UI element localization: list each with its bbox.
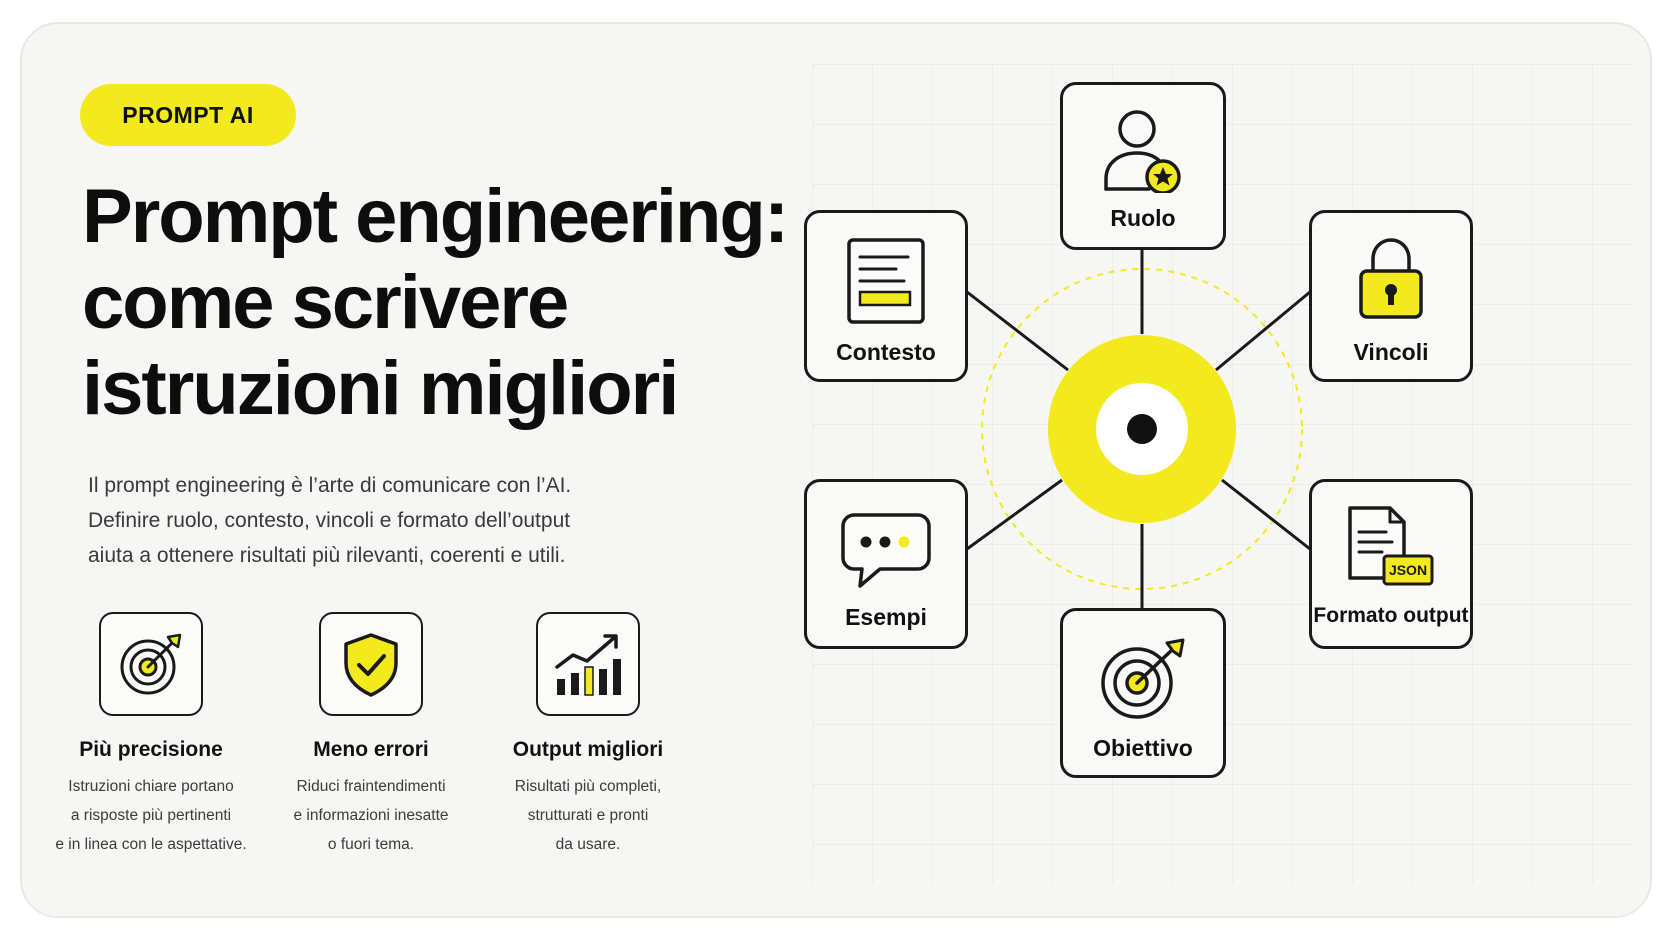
node-obiettivo: Obiettivo xyxy=(1060,608,1226,778)
benefit-fewer-errors: Meno errori Riduci fraintendimenti e inf… xyxy=(256,612,486,859)
document-icon xyxy=(846,237,926,325)
benefit-text: Risultati più completi, strutturati e pr… xyxy=(473,772,703,859)
benefit-text-line: strutturati e pronti xyxy=(527,807,649,824)
node-label: Obiettivo xyxy=(1093,735,1193,761)
benefit-better-output: Output migliori Risultati più completi, … xyxy=(473,612,703,859)
node-vincoli: Vincoli xyxy=(1309,210,1473,382)
description-line-2: Definire ruolo, contesto, vincoli e form… xyxy=(88,509,571,532)
node-label: Ruolo xyxy=(1110,205,1176,231)
benefit-text-line: da usare. xyxy=(555,836,621,853)
benefit-precision: Più precisione Istruzioni chiare portano… xyxy=(36,612,266,859)
benefit-text-line: Riduci fraintendimenti xyxy=(296,778,446,795)
hub-center-dot xyxy=(1127,414,1157,444)
benefit-text-line: e in linea con le aspettative. xyxy=(55,836,247,853)
title-line-1: Prompt engineering: xyxy=(82,174,789,259)
node-esempi: Esempi xyxy=(804,479,968,649)
target-icon xyxy=(99,612,203,716)
badge-label: PROMPT AI xyxy=(122,101,254,128)
connector-contesto xyxy=(966,290,1069,372)
connector-vincoli xyxy=(1215,290,1311,372)
node-label: Vincoli xyxy=(1353,339,1429,365)
json-tag: JSON xyxy=(1389,562,1427,578)
benefit-text-line: Risultati più completi, xyxy=(514,778,662,795)
topic-badge: PROMPT AI xyxy=(80,84,296,146)
diagram-connectors xyxy=(966,249,1311,609)
benefit-title: Output migliori xyxy=(512,738,664,761)
connector-esempi xyxy=(966,478,1063,551)
title-line-2: come scrivere xyxy=(82,260,569,345)
node-ruolo: Ruolo xyxy=(1060,82,1226,250)
target-icon xyxy=(1097,635,1189,721)
benefit-text-line: Istruzioni chiare portano xyxy=(68,778,234,795)
benefit-title: Meno errori xyxy=(313,738,429,761)
intro-description: Il prompt engineering è l’arte di comuni… xyxy=(88,468,648,573)
title-line-3: istruzioni migliori xyxy=(82,346,679,431)
shield-check-icon xyxy=(319,612,423,716)
benefit-text-line: o fuori tema. xyxy=(327,836,415,853)
description-line-3: aiuta a ottenere risultati più rilevanti… xyxy=(88,544,566,567)
node-label: Esempi xyxy=(845,604,927,630)
json-file-icon: JSON xyxy=(1346,504,1436,588)
benefit-text-line: a risposte più pertinenti xyxy=(70,807,232,824)
node-formato-output: JSON Formato output xyxy=(1309,479,1473,649)
node-label: Formato output xyxy=(1313,604,1469,627)
description-line-1: Il prompt engineering è l’arte di comuni… xyxy=(88,474,572,497)
chat-bubble-icon xyxy=(840,512,932,590)
dashed-orbit xyxy=(981,268,1303,590)
node-contesto: Contesto xyxy=(804,210,968,382)
slide-card: PROMPT AI Prompt engineering: come scriv… xyxy=(20,22,1652,918)
user-star-icon xyxy=(1101,107,1185,193)
benefit-text: Riduci fraintendimenti e informazioni in… xyxy=(256,772,486,859)
connector-formato xyxy=(1221,478,1311,551)
benefit-title: Più precisione xyxy=(79,738,223,761)
padlock-icon xyxy=(1356,235,1426,321)
benefit-text: Istruzioni chiare portano a risposte più… xyxy=(36,772,266,859)
page-title: Prompt engineering: come scrivere istruz… xyxy=(82,174,842,432)
node-label: Contesto xyxy=(836,339,936,365)
growth-chart-icon xyxy=(536,612,640,716)
benefit-text-line: e informazioni inesatte xyxy=(293,807,449,824)
